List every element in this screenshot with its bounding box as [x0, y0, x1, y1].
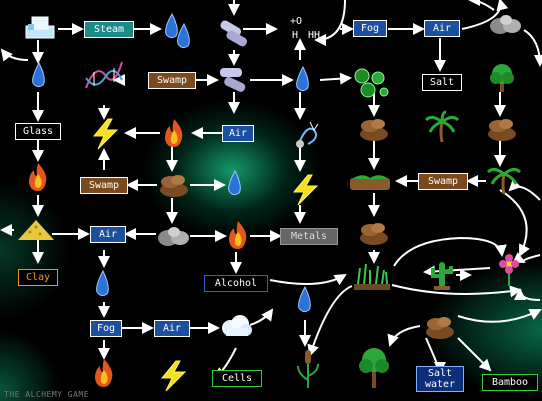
moss-icon[interactable] — [348, 170, 392, 192]
h2o-molecule-icon[interactable]: +O H HH — [286, 10, 330, 46]
earth-icon[interactable] — [424, 314, 456, 340]
swamp-label[interactable]: Swamp — [148, 72, 196, 89]
pills-icon[interactable] — [218, 64, 250, 96]
algae-icon[interactable] — [352, 66, 392, 100]
water-drop-icon[interactable] — [296, 286, 314, 316]
water-drop-icon[interactable] — [226, 170, 244, 198]
glass-label[interactable]: Glass — [15, 123, 61, 140]
bamboo-label[interactable]: Bamboo — [482, 374, 538, 391]
grass-icon[interactable] — [352, 262, 392, 292]
air-label[interactable]: Air — [222, 125, 254, 142]
palm-tree-icon[interactable] — [424, 110, 460, 144]
swamp-label[interactable]: Swamp — [80, 177, 128, 194]
stone-icon[interactable] — [156, 224, 190, 248]
cactus-icon[interactable] — [428, 258, 456, 292]
tree-icon[interactable] — [356, 346, 392, 390]
cloud-icon[interactable] — [218, 312, 254, 340]
air-label[interactable]: Air — [424, 20, 460, 37]
earth-icon[interactable] — [158, 172, 190, 198]
flower-icon[interactable] — [494, 254, 524, 288]
water-drop-icon[interactable] — [30, 62, 48, 90]
tree-icon[interactable] — [486, 62, 518, 94]
svg-text:+O: +O — [290, 16, 302, 27]
lightning-icon[interactable] — [290, 174, 320, 206]
fog-label[interactable]: Fog — [90, 320, 122, 337]
earth-icon[interactable] — [486, 116, 518, 142]
salt-water-label[interactable]: Salt water — [416, 366, 464, 392]
earth-icon[interactable] — [358, 116, 390, 142]
water-drop-icon[interactable] — [162, 12, 194, 50]
lightning-icon[interactable] — [90, 118, 120, 150]
svg-text:HH: HH — [308, 30, 320, 41]
clay-label[interactable]: Clay — [18, 269, 58, 286]
metals-label[interactable]: Metals — [280, 228, 338, 245]
sand-icon[interactable] — [16, 216, 56, 242]
fire-icon[interactable] — [26, 162, 50, 192]
fire-icon[interactable] — [162, 118, 186, 148]
reed-icon[interactable] — [294, 346, 322, 390]
air-label[interactable]: Air — [90, 226, 126, 243]
alcohol-label[interactable]: Alcohol — [204, 275, 268, 292]
palm-tree-icon[interactable] — [486, 162, 522, 196]
salt-label[interactable]: Salt — [422, 74, 462, 91]
steam-label[interactable]: Steam — [84, 21, 134, 38]
water-drop-icon[interactable] — [294, 66, 312, 94]
air-label[interactable]: Air — [154, 320, 190, 337]
fire-icon[interactable] — [226, 220, 250, 250]
water-drop-icon[interactable] — [94, 270, 112, 300]
lightning-icon[interactable] — [158, 360, 188, 392]
ice-icon[interactable] — [22, 14, 58, 42]
cells-label[interactable]: Cells — [212, 370, 262, 387]
svg-text:H: H — [292, 30, 298, 41]
pills-icon[interactable] — [218, 14, 250, 50]
earth-icon[interactable] — [358, 220, 390, 246]
fog-label[interactable]: Fog — [353, 20, 387, 37]
dna-icon[interactable] — [84, 58, 124, 94]
swamp-label[interactable]: Swamp — [418, 173, 468, 190]
fire-icon[interactable] — [92, 358, 116, 388]
stone-icon[interactable] — [488, 12, 522, 36]
game-watermark: THE ALCHEMY GAME — [4, 390, 90, 399]
life-icon[interactable] — [292, 118, 322, 150]
